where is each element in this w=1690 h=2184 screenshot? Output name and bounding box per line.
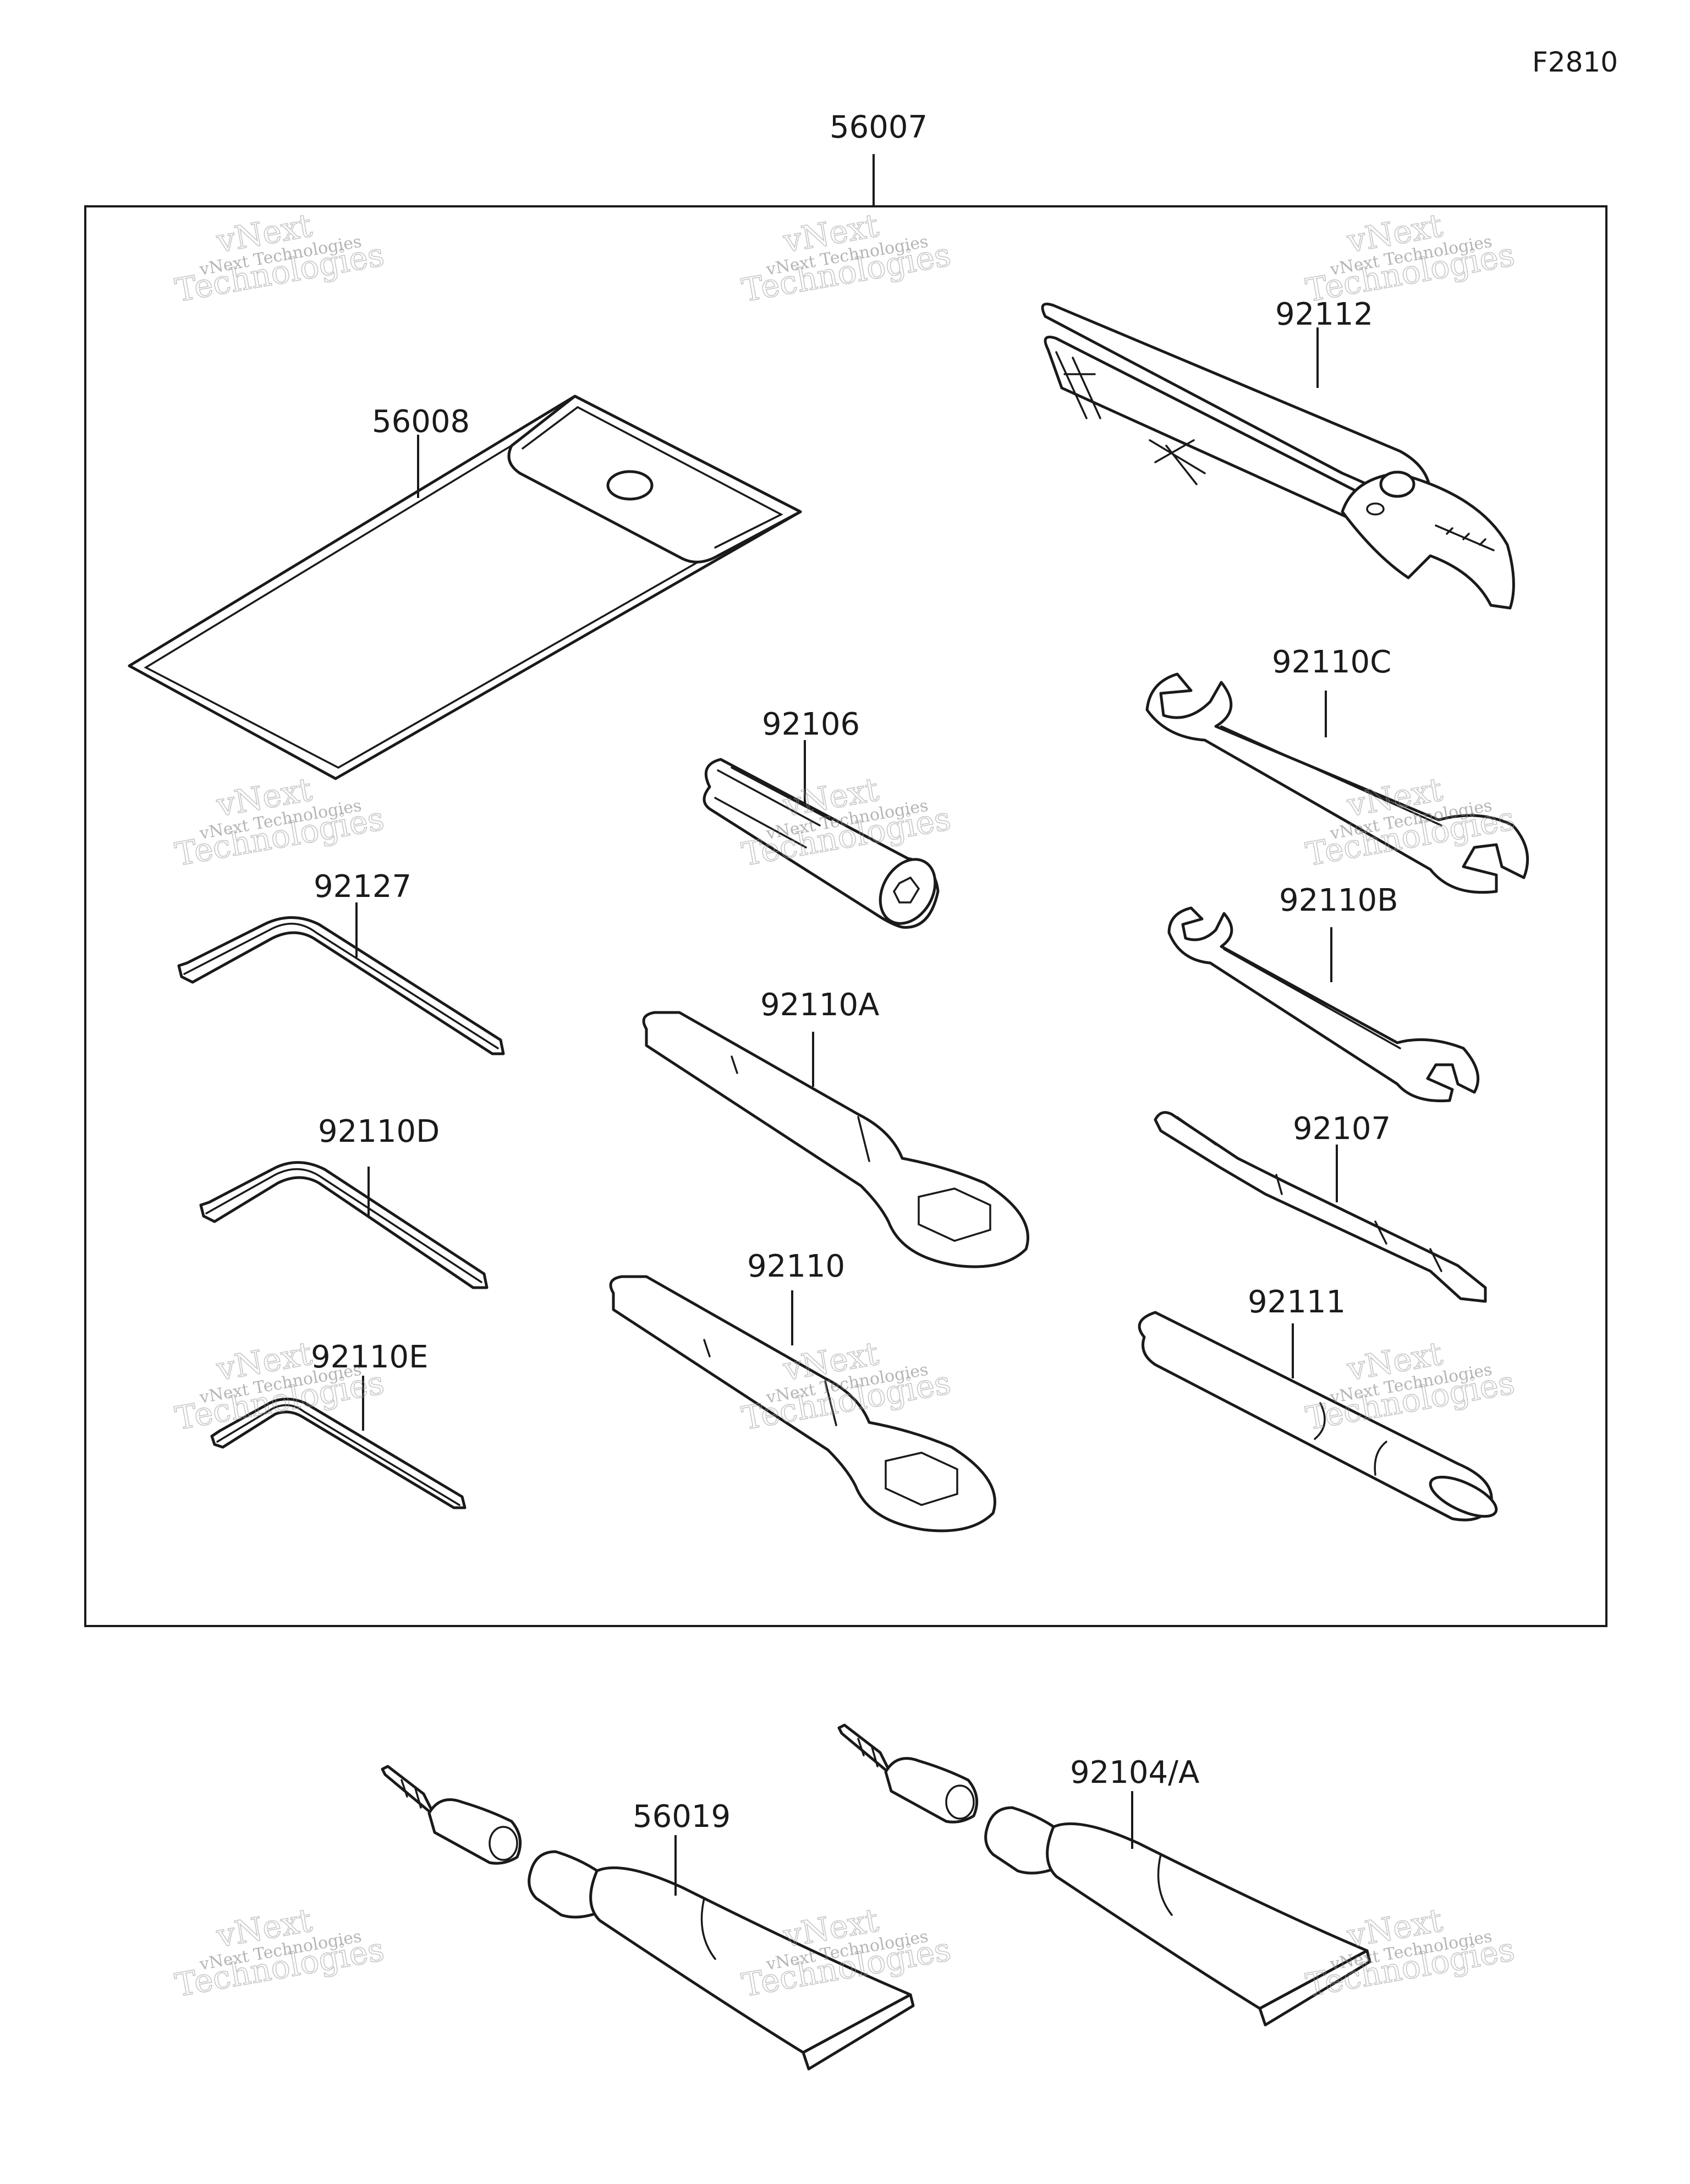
pliers-drawing (1041, 303, 1515, 610)
hex-key-d-drawing (199, 1161, 489, 1289)
watermark-10: vNext vNext Technologies Technologies (172, 1901, 387, 2004)
watermark-2: vNext vNext Technologies Technologies (739, 206, 954, 309)
box-label: 92110 (747, 1249, 845, 1284)
watermark-9: vNext vNext Technologies Technologies (1303, 1334, 1518, 1437)
hex-e-label: 92110E (311, 1339, 429, 1375)
watermark-4: vNext vNext Technologies Technologies (172, 770, 387, 873)
box-a-label: 92110A (760, 987, 879, 1023)
wrench-c-drawing (1145, 672, 1529, 894)
box-wrench-drawing (609, 1275, 996, 1532)
watermark-3: vNext vNext Technologies Technologies (1303, 206, 1518, 309)
handle-drawing (1138, 1311, 1498, 1521)
patch-kit-1-drawing (381, 1765, 915, 2071)
hex-92127-label: 92127 (314, 869, 411, 905)
figure-code: F2810 (1532, 46, 1618, 78)
patch-2-label: 92104/A (1070, 1755, 1199, 1791)
patch-1-label: 56019 (633, 1799, 731, 1835)
wrench-b-label: 92110B (1279, 883, 1398, 918)
tool-case-drawing (128, 395, 802, 780)
kit-frame (84, 205, 1607, 1627)
wrench-b-drawing (1167, 906, 1480, 1103)
socket-drawing (703, 758, 940, 929)
patch-kit-2-drawing (837, 1723, 1371, 2027)
handle-label: 92111 (1248, 1284, 1346, 1320)
box-wrench-a-drawing (642, 1011, 1029, 1268)
kit-label: 56007 (830, 110, 928, 145)
case-label: 56008 (372, 404, 470, 440)
wrench-c-label: 92110C (1272, 644, 1391, 680)
pliers-label: 92112 (1275, 297, 1373, 332)
screwdriver-drawing (1154, 1111, 1487, 1303)
socket-label: 92106 (762, 707, 860, 742)
watermark-1: vNext vNext Technologies Technologies (172, 206, 387, 309)
hex-key-92127-drawing (177, 916, 505, 1055)
hex-key-e-drawing (210, 1398, 467, 1509)
screwdriver-label: 92107 (1293, 1111, 1391, 1147)
hex-d-label: 92110D (318, 1114, 440, 1150)
